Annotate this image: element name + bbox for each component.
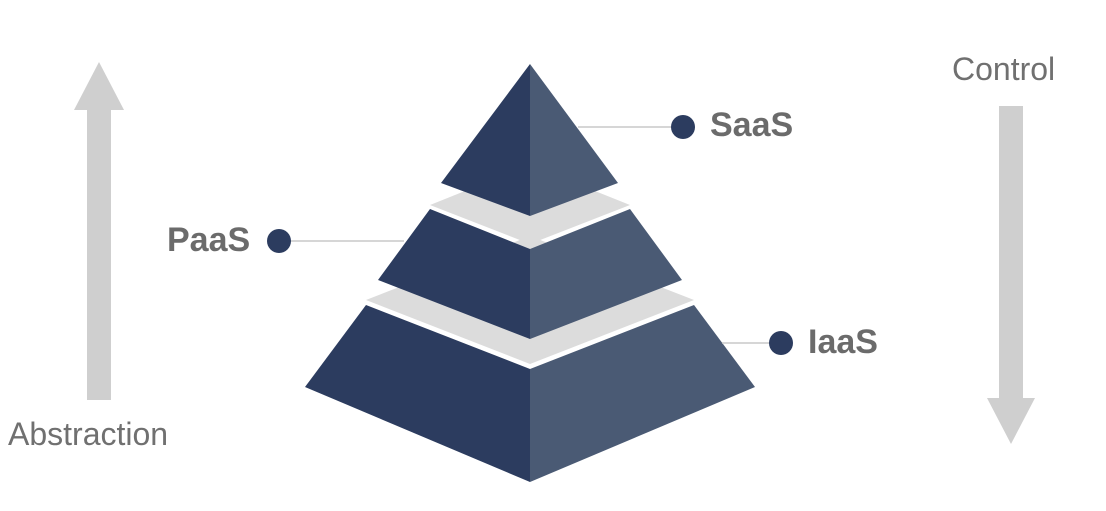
iaas-face-left	[305, 305, 530, 482]
paas-face-left	[378, 209, 530, 339]
abstraction-label: Abstraction	[8, 416, 169, 452]
saas-dot-icon	[671, 115, 695, 139]
iaas-callout	[722, 331, 793, 355]
saas-face-left	[441, 64, 530, 216]
paas-dot-icon	[267, 229, 291, 253]
saas-label: SaaS	[710, 106, 794, 144]
paas-label: PaaS	[167, 221, 251, 259]
abstraction-arrow-shaft	[87, 106, 111, 400]
saas-callout	[578, 115, 695, 139]
iaas-face-right	[530, 305, 755, 482]
control-arrow-head	[987, 398, 1035, 444]
pyramid-tier-saas	[441, 64, 618, 216]
iaas-dot-icon	[769, 331, 793, 355]
abstraction-arrow-icon	[74, 62, 124, 400]
paas-face-right	[530, 209, 682, 339]
paas-callout	[267, 229, 404, 253]
control-arrow-icon	[987, 106, 1035, 444]
saas-face-right	[530, 64, 618, 216]
control-label: Control	[952, 51, 1056, 87]
abstraction-arrow-head	[74, 62, 124, 110]
iaas-label: IaaS	[808, 323, 878, 361]
control-arrow-shaft	[999, 106, 1023, 402]
